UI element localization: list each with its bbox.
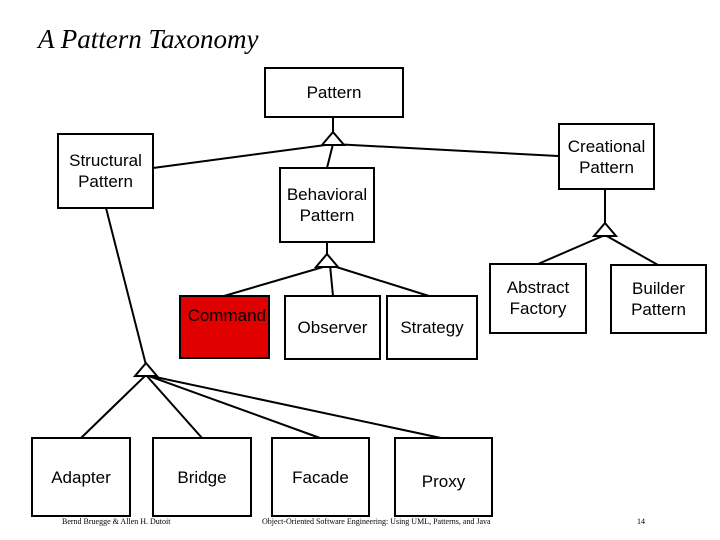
inheritance-triangle-pattern bbox=[319, 130, 347, 146]
inheritance-triangle-behavioral bbox=[313, 252, 341, 268]
node-structural-pattern: Structural Pattern bbox=[57, 133, 154, 209]
link-structural bbox=[152, 143, 334, 169]
node-structural-pattern-label: Structural Pattern bbox=[69, 151, 142, 191]
node-proxy-label: Proxy bbox=[421, 472, 466, 491]
node-command: Command bbox=[179, 295, 270, 359]
node-behavioral-pattern-label: Behavioral Pattern bbox=[286, 185, 368, 225]
node-strategy: Strategy bbox=[386, 295, 478, 360]
node-bridge-label: Bridge bbox=[177, 467, 227, 487]
link-command bbox=[223, 264, 331, 297]
inheritance-triangle-creational bbox=[591, 221, 619, 237]
inheritance-triangle-structural bbox=[132, 361, 160, 377]
footer-page-number: 14 bbox=[637, 517, 645, 526]
node-pattern-label: Pattern bbox=[306, 83, 362, 102]
node-abstract-factory: Abstract Factory bbox=[489, 263, 587, 334]
node-strategy-label: Strategy bbox=[400, 318, 464, 337]
node-builder-pattern: Builder Pattern bbox=[610, 264, 707, 334]
node-adapter-label: Adapter bbox=[51, 467, 111, 487]
link-facade bbox=[145, 374, 321, 439]
node-creational-pattern-label: Creational Pattern bbox=[567, 136, 646, 177]
node-pattern: Pattern bbox=[264, 67, 404, 118]
node-facade-label: Facade bbox=[292, 467, 349, 487]
link-proxy bbox=[145, 374, 442, 439]
node-observer: Observer bbox=[284, 295, 381, 360]
footer-book-title: Object-Oriented Software Engineering: Us… bbox=[262, 517, 491, 526]
slide-title: A Pattern Taxonomy bbox=[38, 24, 259, 54]
node-facade: Facade bbox=[271, 437, 370, 517]
node-bridge: Bridge bbox=[152, 437, 252, 517]
link-creational bbox=[332, 143, 559, 157]
footer-authors: Bernd Bruegge & Allen H. Dutoit bbox=[62, 517, 171, 526]
link-observer bbox=[329, 264, 334, 297]
node-abstract-factory-label: Abstract Factory bbox=[506, 278, 570, 318]
link-behavioral bbox=[326, 143, 334, 169]
node-adapter: Adapter bbox=[31, 437, 131, 517]
node-proxy: Proxy bbox=[394, 437, 493, 517]
link-strategy bbox=[329, 264, 430, 297]
link-bridge bbox=[145, 374, 203, 439]
link-adapter bbox=[80, 374, 147, 439]
link-structural-parent bbox=[105, 207, 147, 366]
node-creational-pattern: Creational Pattern bbox=[558, 123, 655, 190]
node-builder-pattern-label: Builder Pattern bbox=[631, 279, 686, 319]
link-builder bbox=[604, 234, 659, 266]
link-abstract-factory bbox=[537, 234, 606, 265]
node-behavioral-pattern: Behavioral Pattern bbox=[279, 167, 375, 243]
node-observer-label: Observer bbox=[297, 318, 368, 337]
node-command-label: Command bbox=[187, 306, 266, 325]
